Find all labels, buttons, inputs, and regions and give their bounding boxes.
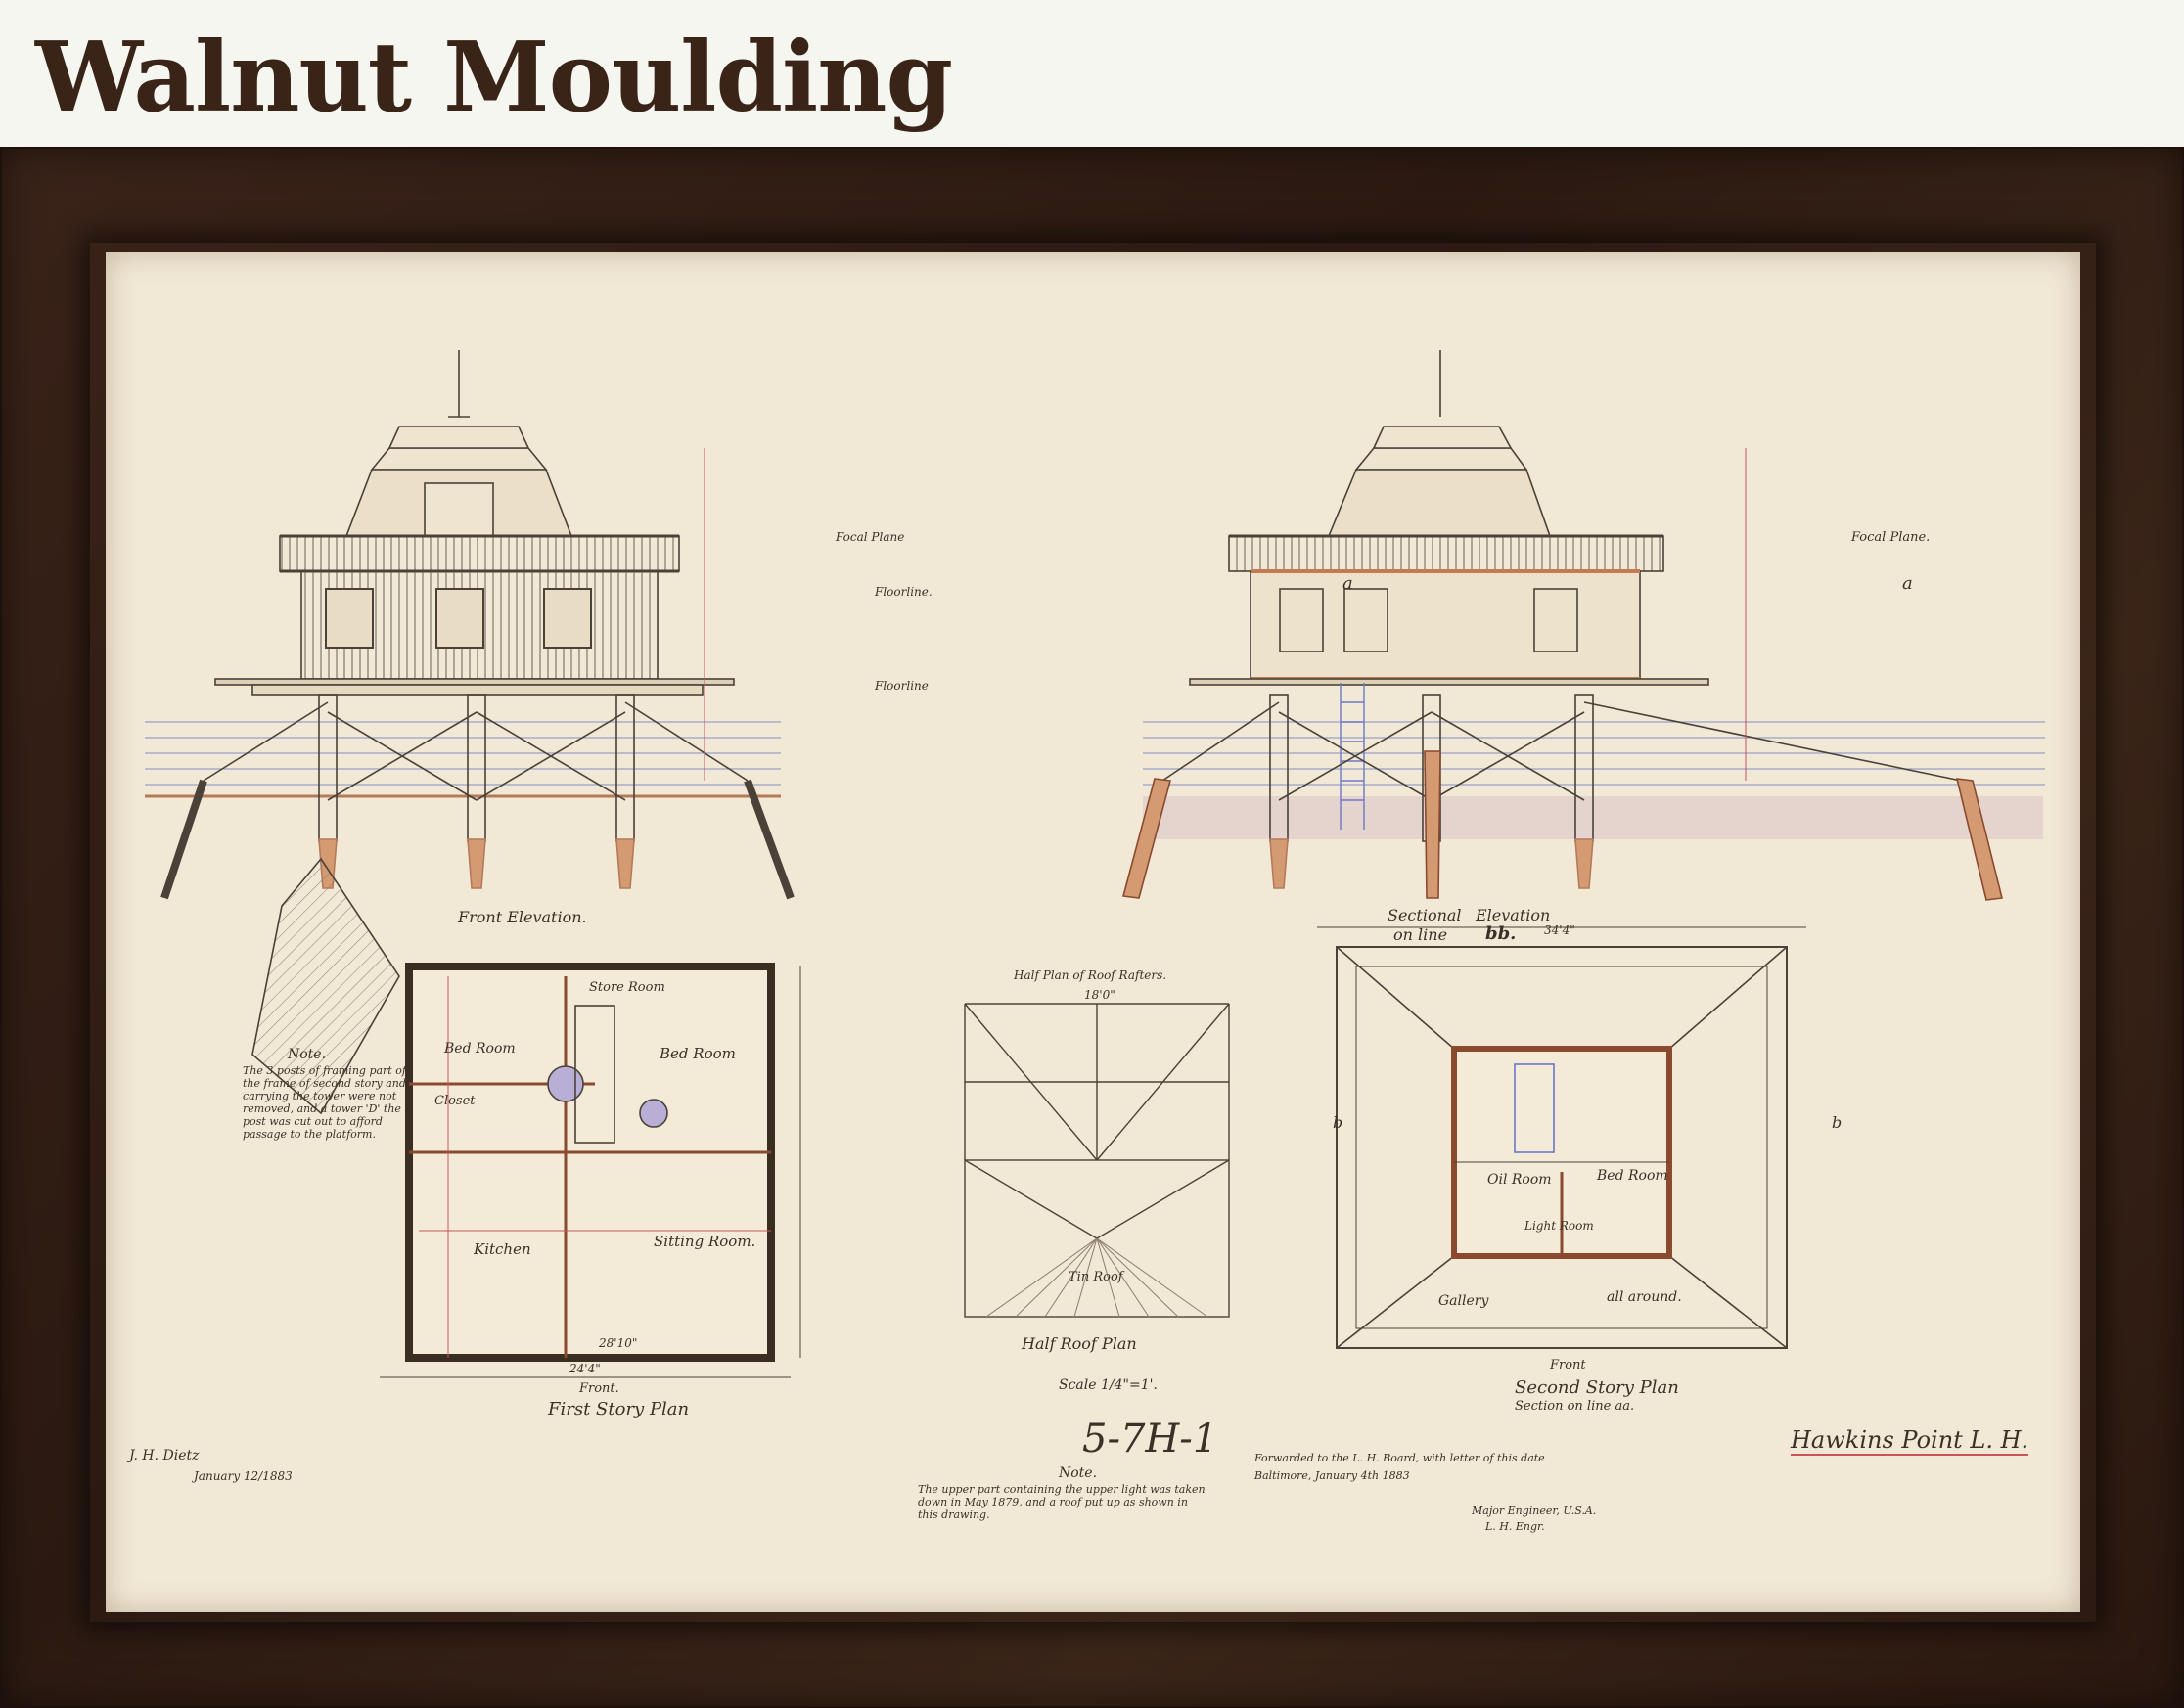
- label-sectional-3: on line: [1393, 925, 1448, 944]
- label-sitting-room: Sitting Room.: [654, 1233, 756, 1250]
- label-drawing-number: 5-7H-1: [1082, 1416, 1218, 1461]
- left-signature-1: J. H. Dietz: [129, 1448, 200, 1463]
- note2-title: Note.: [1059, 1465, 1098, 1481]
- page-title: Walnut Moulding: [35, 22, 953, 134]
- label-signature-role-2: L. H. Engr.: [1485, 1520, 1545, 1533]
- label-first-story-plan: First Story Plan: [548, 1399, 690, 1419]
- page-header: Walnut Moulding: [0, 0, 2184, 147]
- water-lines: [145, 721, 781, 786]
- label-a-left: a: [1342, 573, 1353, 594]
- label-dim-180: 18'0": [1084, 988, 1115, 1002]
- label-light-room: Light Room: [1524, 1219, 1594, 1233]
- note-title: Note.: [288, 1047, 327, 1062]
- label-oil-room: Oil Room: [1487, 1172, 1552, 1188]
- label-scale: Scale 1/4"=1'.: [1059, 1377, 1158, 1393]
- label-signature-role: Major Engineer, U.S.A.: [1472, 1505, 1597, 1517]
- label-sectional-2: Elevation: [1476, 906, 1551, 924]
- blueprint-print: Front Elevation. Sectional Elevation on …: [106, 252, 2080, 1612]
- label-dim-2810: 28'10": [599, 1336, 638, 1350]
- label-gallery: Gallery: [1438, 1293, 1489, 1309]
- label-closet: Closet: [434, 1094, 476, 1108]
- label-second-story-plan: Second Story Plan: [1515, 1377, 1679, 1398]
- label-front-2: Front: [1550, 1358, 1586, 1372]
- label-front-elevation: Front Elevation.: [458, 908, 587, 926]
- label-forwarded-2: Baltimore, January 4th 1883: [1254, 1469, 1410, 1482]
- label-bed-room-1: Bed Room: [660, 1045, 736, 1062]
- label-focal-plane-left: Focal Plane: [836, 530, 905, 544]
- note-text: The 3 posts of framing part of the frame…: [243, 1064, 406, 1141]
- label-a-right: a: [1902, 573, 1913, 594]
- label-front-1: Front.: [579, 1381, 619, 1396]
- lighthouse-drawing: [145, 350, 2045, 1378]
- label-section-note: Section on line aa.: [1515, 1399, 1635, 1414]
- label-b-right: b: [1832, 1113, 1843, 1132]
- second-story-plan: [1317, 926, 1806, 1349]
- label-bed-room-2: Bed Room: [444, 1041, 516, 1056]
- water-lines-right: [1143, 721, 2045, 786]
- label-store-room: Store Room: [589, 980, 665, 995]
- label-sectional-4: bb.: [1485, 923, 1517, 944]
- front-elevation: [145, 350, 795, 900]
- label-focal-plane-right: Focal Plane.: [1851, 530, 1931, 545]
- label-all-around: all around.: [1607, 1289, 1682, 1305]
- walnut-frame: Front Elevation. Sectional Elevation on …: [0, 147, 2184, 1708]
- first-story-plan: [251, 857, 801, 1378]
- label-floorline-2: Floorline: [875, 679, 929, 693]
- label-bed-room-3: Bed Room: [1597, 1168, 1668, 1184]
- label-half-roof-plan: Half Roof Plan: [1022, 1334, 1137, 1353]
- label-forwarded: Forwarded to the L. H. Board, with lette…: [1254, 1452, 1545, 1464]
- label-floorline: Floorline.: [875, 585, 933, 599]
- label-half-plan-rafters: Half Plan of Roof Rafters.: [1014, 968, 1167, 982]
- sectional-elevation: [1121, 350, 2045, 901]
- title-block: Hawkins Point L. H.: [1791, 1426, 2029, 1456]
- label-b-left: b: [1333, 1113, 1343, 1132]
- note2-text: The upper part containing the upper ligh…: [918, 1483, 1206, 1521]
- label-dim-244: 24'4": [569, 1362, 601, 1375]
- label-kitchen: Kitchen: [474, 1240, 531, 1258]
- label-sectional-1: Sectional: [1388, 906, 1462, 924]
- left-signature-2: January 12/1883: [194, 1469, 293, 1483]
- roof-rafter-plan: [964, 1003, 1230, 1318]
- label-dim-344: 34'4": [1544, 923, 1575, 937]
- label-tin-roof: Tin Roof: [1069, 1270, 1123, 1284]
